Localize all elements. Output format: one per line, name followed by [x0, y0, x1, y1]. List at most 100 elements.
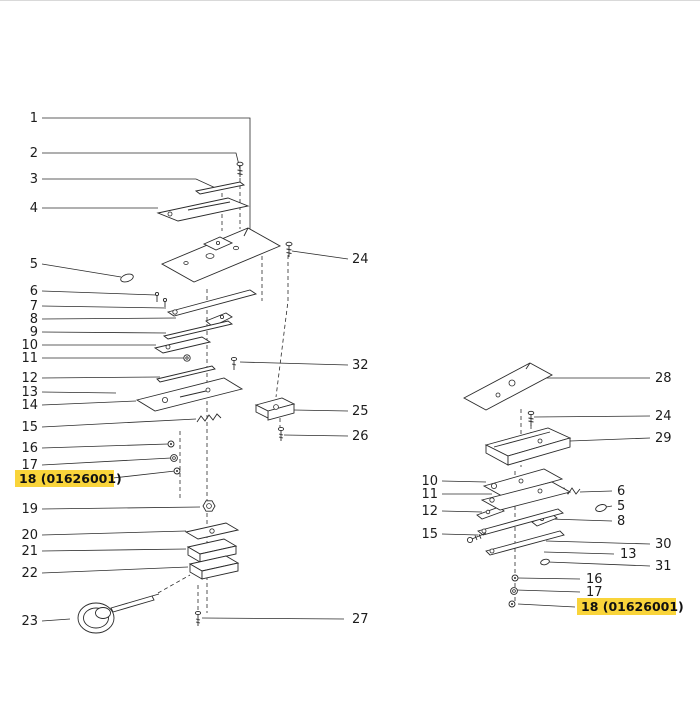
- callout-17-right: 17: [586, 585, 603, 600]
- callout-1: 1: [30, 111, 38, 126]
- axis-screw-24-to-bracket-25: [275, 255, 289, 398]
- callout-18-right: 18 (01626001): [581, 599, 684, 614]
- highlight-marker-left: [15, 470, 114, 487]
- part-screw-27: [194, 610, 202, 626]
- callout-13: 13: [21, 385, 38, 400]
- part-block-21: [186, 538, 238, 563]
- leader-24-right: [533, 415, 651, 418]
- axis-knob-shaft: [157, 574, 191, 594]
- callout-5: 5: [30, 257, 38, 272]
- callout-10-right: 10: [421, 474, 438, 489]
- callout-26: 26: [352, 429, 369, 444]
- leader-2: [42, 152, 241, 170]
- leader-27: [201, 617, 345, 620]
- callout-25: 25: [352, 404, 369, 419]
- part-plate-14: [135, 377, 244, 412]
- leader-17-right: [515, 589, 581, 593]
- leader-1: [42, 117, 251, 251]
- part-grommet-5: [120, 273, 134, 283]
- callout-15: 15: [21, 420, 38, 435]
- leader-10-right: [441, 480, 487, 483]
- leader-17: [41, 457, 172, 466]
- callout-5-right: 5: [617, 499, 625, 514]
- callout-6-right: 6: [617, 484, 625, 499]
- part-bracket-4: [156, 197, 250, 222]
- part-lever-7: [166, 289, 258, 317]
- callout-11-right: 11: [421, 487, 438, 502]
- part-washer-18-right: [508, 600, 516, 608]
- part-plate-10-right: [482, 468, 564, 497]
- callout-20: 20: [21, 528, 38, 543]
- part-screw-15-right: [466, 532, 487, 544]
- part-spring-15: [196, 413, 222, 423]
- callout-18-left: 18 (01626001): [19, 471, 122, 486]
- leader-5-right: [605, 505, 613, 508]
- leader-14: [41, 400, 137, 406]
- callout-28: 28: [655, 371, 672, 386]
- part-plate-10: [153, 336, 212, 354]
- callout-23: 23: [21, 614, 38, 629]
- leader-29: [569, 437, 651, 442]
- callout-24-left: 24: [352, 252, 369, 267]
- callout-6: 6: [30, 284, 38, 299]
- part-washer-16: [167, 440, 175, 448]
- leader-9: [41, 331, 167, 334]
- callout-9: 9: [30, 325, 38, 340]
- part-plate-20: [184, 522, 240, 540]
- part-washer-11: [183, 354, 191, 362]
- callout-3: 3: [30, 172, 38, 187]
- callout-15-right: 15: [421, 527, 438, 542]
- part-screw-26: [277, 426, 285, 441]
- leader-13: [41, 391, 117, 394]
- left-assembly: [77, 161, 296, 634]
- leader-16: [41, 443, 169, 449]
- part-lever-30: [477, 508, 564, 536]
- leader-5: [41, 263, 122, 278]
- part-link-12: [156, 365, 216, 383]
- callout-11: 11: [21, 351, 38, 366]
- highlighted-part-18-right[interactable]: 18 (01626001): [577, 598, 684, 615]
- part-plate-behind: [480, 481, 572, 511]
- leader-31: [547, 561, 651, 567]
- leader-lines-left: [41, 117, 251, 622]
- part-base-plate-1: [160, 227, 282, 283]
- callout-12-right: 12: [421, 504, 438, 519]
- part-screw-24-right: [527, 410, 535, 426]
- leader-13-right: [543, 551, 615, 555]
- leader-19: [41, 506, 201, 510]
- part-pawl-12-right: [476, 506, 505, 520]
- callout-19: 19: [21, 502, 38, 517]
- highlighted-part-18-left[interactable]: 18 (01626001): [15, 470, 122, 487]
- right-assembly: [463, 362, 607, 608]
- leader-32: [239, 361, 349, 366]
- callout-labels-middle: 24 32 25 26 27: [352, 252, 369, 627]
- leader-lines-middle: [201, 250, 349, 620]
- callout-30: 30: [655, 537, 672, 552]
- callout-31: 31: [655, 559, 672, 574]
- part-lever-13-right: [485, 530, 565, 556]
- leader-16-right: [517, 577, 581, 580]
- leader-30: [545, 540, 651, 545]
- part-washer-17: [170, 454, 178, 462]
- leader-6: [41, 290, 157, 296]
- callout-8-right: 8: [617, 514, 625, 529]
- leader-22: [41, 566, 189, 574]
- callout-4: 4: [30, 201, 38, 216]
- page-top-border: [0, 0, 700, 1]
- leader-24-left: [291, 250, 349, 260]
- callout-7: 7: [30, 299, 38, 314]
- part-bracket-25: [254, 397, 296, 421]
- leader-6-right: [579, 490, 613, 493]
- leader-25: [293, 409, 349, 412]
- callout-24-right: 24: [655, 409, 672, 424]
- callout-17: 17: [21, 458, 38, 473]
- callout-32: 32: [352, 358, 369, 373]
- callout-14: 14: [21, 398, 38, 413]
- part-bracket-29: [484, 427, 572, 466]
- leader-15: [41, 418, 197, 428]
- leader-26: [283, 434, 349, 437]
- leader-18-right: [517, 603, 576, 608]
- leader-8-right: [549, 518, 613, 522]
- part-grommet-5-right: [595, 504, 607, 512]
